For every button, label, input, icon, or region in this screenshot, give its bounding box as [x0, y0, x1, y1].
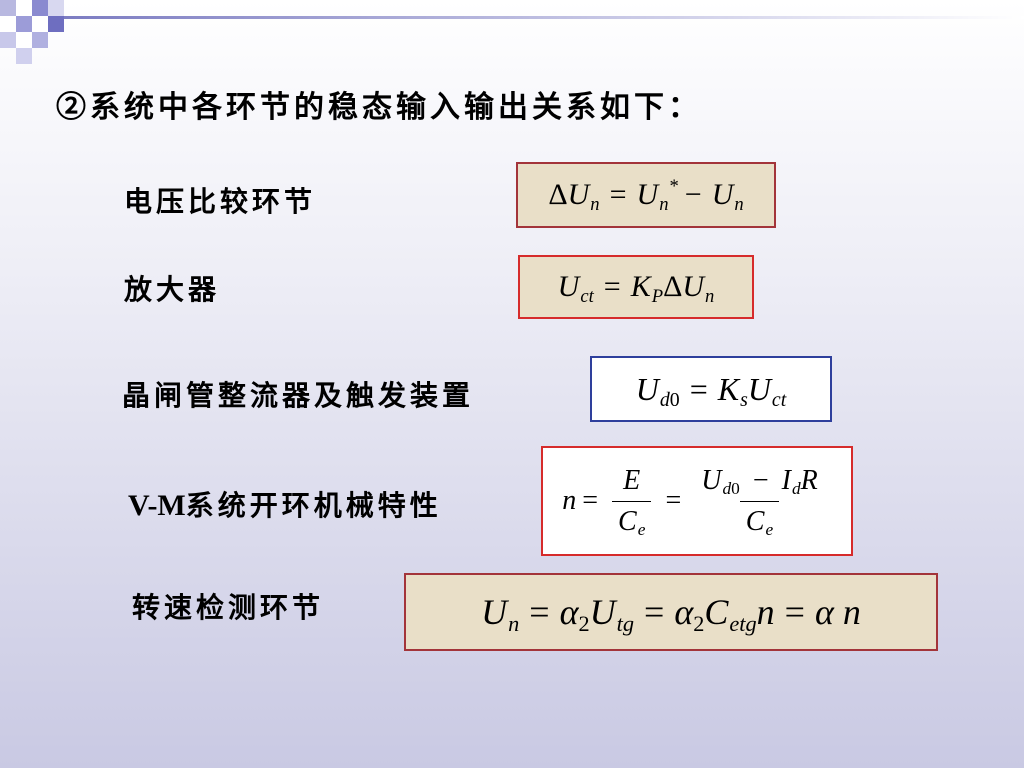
label-vm-mechanical-characteristic: V-M系统开环机械特性 [128, 489, 442, 522]
label-speed-detection: 转速检测环节 [132, 591, 325, 624]
slide-heading: ②系统中各环节的稳态输入输出关系如下： [56, 90, 702, 125]
label-thyristor-rectifier: 晶闸管整流器及触发装置 [122, 379, 475, 412]
label-amplifier: 放大器 [124, 273, 221, 306]
formula-vm-mechanical-characteristic: n = E Ce = Ud0 − IdR Ce [541, 446, 853, 556]
label-voltage-comparison: 电压比较环节 [124, 185, 317, 218]
title-decoration [0, 0, 1024, 64]
